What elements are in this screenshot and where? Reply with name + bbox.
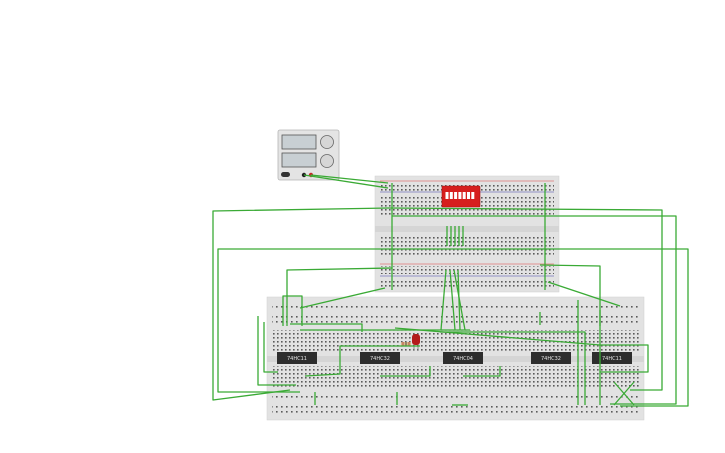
wire-cross-3 (394, 327, 649, 373)
chip-3[interactable]: 74HC04 (443, 352, 483, 364)
wire-dip-to-lower-1 (440, 269, 447, 331)
dip-toggle-3[interactable] (454, 192, 458, 199)
chip-2-label: 74HC32 (370, 356, 390, 362)
wire-loop-5 (286, 267, 393, 326)
voltage-knob[interactable] (320, 135, 334, 149)
wire-loop-2 (392, 215, 677, 405)
wire-cross-5 (440, 331, 586, 405)
dip-toggle-2[interactable] (449, 192, 453, 199)
chip-3-label: 74HC04 (453, 356, 473, 362)
current-knob[interactable] (320, 154, 334, 168)
wire-left-loop-b (263, 322, 278, 373)
wire-large-loop-outer (387, 207, 663, 391)
dip-toggle-6[interactable] (467, 192, 470, 199)
wire-chip3-out (463, 366, 501, 377)
wire-left-bracket (282, 295, 303, 326)
wire-power-negative (303, 174, 389, 189)
wire-left-loop-a (257, 316, 296, 386)
wire-cross-4 (304, 345, 420, 377)
wire-loop-3 (392, 248, 689, 407)
chip-4[interactable]: 74HC32 (531, 352, 571, 364)
voltage-display (281, 134, 317, 150)
wire-x-2 (613, 381, 635, 406)
wires[interactable] (212, 174, 689, 407)
chip-1-label: 74HC11 (287, 356, 307, 362)
dip-toggle-4[interactable] (458, 192, 462, 199)
wire-dip-to-lower-2 (449, 269, 456, 331)
wire-chip2-out (380, 366, 431, 377)
wire-power-positive (310, 174, 389, 184)
chip-2[interactable]: 74HC32 (360, 352, 400, 364)
wire-dip-to-lower-4 (457, 269, 461, 331)
wire-cross-1 (290, 323, 363, 332)
dip-switch[interactable] (441, 185, 481, 208)
dip-toggle-1[interactable] (445, 192, 449, 199)
dip-toggle-5[interactable] (462, 192, 466, 199)
chip-5[interactable]: 74HC11 (592, 352, 632, 364)
wire-loop-6 (539, 264, 601, 326)
wire-loop-4 (217, 248, 392, 393)
wire-rail-left (299, 287, 386, 309)
resistor[interactable] (401, 342, 411, 346)
wire-dip-bundle-1 (446, 226, 464, 246)
current-display (281, 152, 317, 168)
dip-toggle-7[interactable] (471, 192, 475, 199)
wire-left-loop-outer (212, 207, 389, 401)
power-supply[interactable] (277, 129, 340, 181)
lower-breadboard[interactable] (266, 296, 645, 421)
chip-1[interactable]: 74HC11 (277, 352, 317, 364)
power-switch[interactable] (281, 172, 290, 177)
chip-5-label: 74HC11 (602, 356, 622, 362)
chip-4-label: 74HC32 (541, 356, 561, 362)
wire-rail-right (547, 281, 621, 307)
